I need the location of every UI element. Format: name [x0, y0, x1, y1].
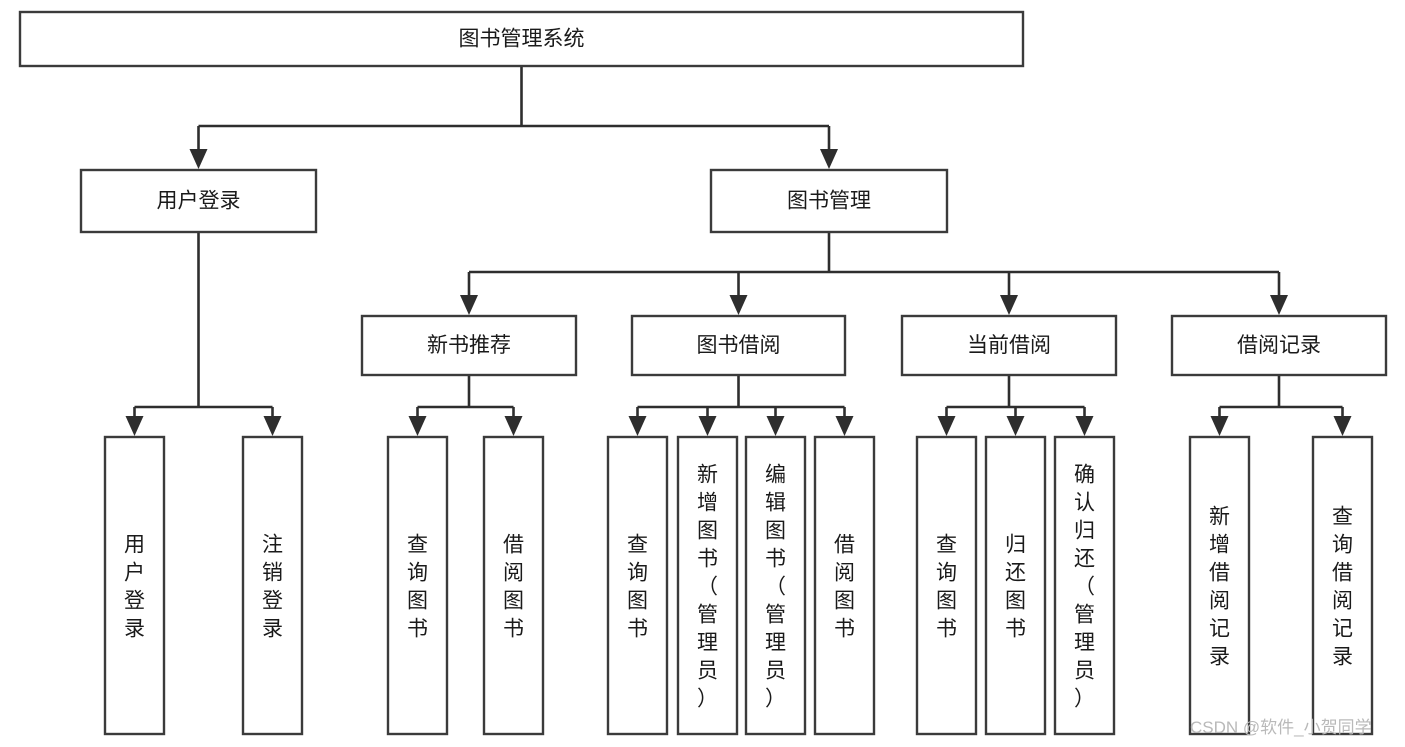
branch-book-management: [460, 232, 1288, 315]
node-box[interactable]: [1053, 435, 1116, 736]
node-level3[interactable]: 借阅记录: [1170, 314, 1388, 377]
node-level2[interactable]: 用户登录: [79, 168, 318, 234]
branch-user-login: [125, 232, 282, 436]
node-box[interactable]: [79, 168, 318, 234]
node-box[interactable]: [1170, 314, 1388, 377]
node-label: 新增图书（管理员）: [697, 463, 718, 710]
node-label: 用户登录: [157, 190, 241, 213]
node-leaf[interactable]: 注销登录: [241, 435, 304, 736]
node-leaf[interactable]: 查询图书: [606, 435, 669, 736]
arrow-head-icon: [1210, 416, 1229, 436]
node-leaf[interactable]: 编辑图书（管理员）: [744, 435, 807, 736]
node-level3[interactable]: 图书借阅: [630, 314, 847, 377]
arrow-head-icon: [125, 416, 144, 436]
node-box[interactable]: [606, 435, 669, 736]
node-box[interactable]: [386, 435, 449, 736]
node-box[interactable]: [1311, 435, 1374, 736]
node-label: 用户登录: [124, 533, 145, 640]
arrow-head-icon: [698, 416, 717, 436]
csdn-watermark: CSDN @软件_小贺同学: [1190, 718, 1372, 737]
node-label: 新增借阅记录: [1209, 505, 1230, 668]
branch-book-borrow: [628, 375, 854, 436]
node-label: 确认归还（管理员）: [1074, 463, 1095, 710]
arrow-head-icon: [937, 416, 956, 436]
branch-borrow-record: [1210, 375, 1352, 436]
node-box[interactable]: [676, 435, 739, 736]
node-label: 借阅图书: [503, 533, 524, 640]
node-box[interactable]: [900, 314, 1118, 377]
node-box[interactable]: [360, 314, 578, 377]
node-box[interactable]: [813, 435, 876, 736]
node-label: 查询图书: [407, 533, 428, 640]
node-leaf[interactable]: 用户登录: [103, 435, 166, 736]
node-box[interactable]: [103, 435, 166, 736]
node-label: 图书借阅: [697, 334, 781, 357]
node-label: 新书推荐: [427, 334, 511, 357]
arrow-head-icon: [628, 416, 647, 436]
node-box[interactable]: [984, 435, 1047, 736]
arrow-head-icon: [1270, 295, 1288, 315]
node-label: 借阅图书: [834, 533, 855, 640]
arrow-head-icon: [1000, 295, 1018, 315]
node-root[interactable]: 图书管理系统: [18, 10, 1025, 68]
node-level2[interactable]: 图书管理: [709, 168, 949, 234]
node-label: 查询图书: [936, 533, 957, 640]
node-leaf[interactable]: 查询借阅记录: [1311, 435, 1374, 736]
node-label: 图书管理系统: [459, 28, 585, 51]
node-box[interactable]: [709, 168, 949, 234]
node-level3[interactable]: 当前借阅: [900, 314, 1118, 377]
arrow-head-icon: [1333, 416, 1352, 436]
node-label: 图书管理: [787, 190, 871, 213]
node-box[interactable]: [482, 435, 545, 736]
node-box[interactable]: [744, 435, 807, 736]
branch-new-book-recommend: [408, 375, 523, 436]
node-box[interactable]: [18, 10, 1025, 68]
arrow-head-icon: [189, 149, 208, 169]
node-layer: 图书管理系统用户登录图书管理新书推荐图书借阅当前借阅借阅记录用户登录注销登录查询…: [18, 10, 1388, 736]
arrow-head-icon: [766, 416, 785, 436]
branch-root: [189, 66, 838, 169]
node-leaf[interactable]: 新增图书（管理员）: [676, 435, 739, 736]
node-level3[interactable]: 新书推荐: [360, 314, 578, 377]
node-leaf[interactable]: 归还图书: [984, 435, 1047, 736]
node-leaf[interactable]: 新增借阅记录: [1188, 435, 1251, 736]
node-label: 查询借阅记录: [1332, 505, 1353, 668]
node-label: 归还图书: [1005, 533, 1026, 640]
node-label: 编辑图书（管理员）: [765, 463, 786, 710]
node-box[interactable]: [1188, 435, 1251, 736]
arrow-head-icon: [820, 149, 838, 169]
arrow-head-icon: [729, 295, 748, 315]
node-leaf[interactable]: 查询图书: [386, 435, 449, 736]
node-leaf[interactable]: 查询图书: [915, 435, 978, 736]
node-leaf[interactable]: 借阅图书: [482, 435, 545, 736]
connector-layer: [125, 66, 1352, 436]
node-box[interactable]: [630, 314, 847, 377]
node-box[interactable]: [915, 435, 978, 736]
arrow-head-icon: [408, 416, 427, 436]
node-leaf[interactable]: 确认归还（管理员）: [1053, 435, 1116, 736]
arrow-head-icon: [1075, 416, 1094, 436]
arrow-head-icon: [835, 416, 854, 436]
arrow-head-icon: [504, 416, 523, 436]
node-leaf[interactable]: 借阅图书: [813, 435, 876, 736]
node-label: 借阅记录: [1237, 334, 1321, 357]
node-label: 当前借阅: [967, 334, 1051, 357]
arrow-head-icon: [1006, 416, 1025, 436]
arrow-head-icon: [263, 416, 282, 436]
node-box[interactable]: [241, 435, 304, 736]
node-label: 注销登录: [262, 533, 283, 640]
arrow-head-icon: [460, 295, 478, 315]
branch-current-borrow: [937, 375, 1094, 436]
node-label: 查询图书: [627, 533, 648, 640]
